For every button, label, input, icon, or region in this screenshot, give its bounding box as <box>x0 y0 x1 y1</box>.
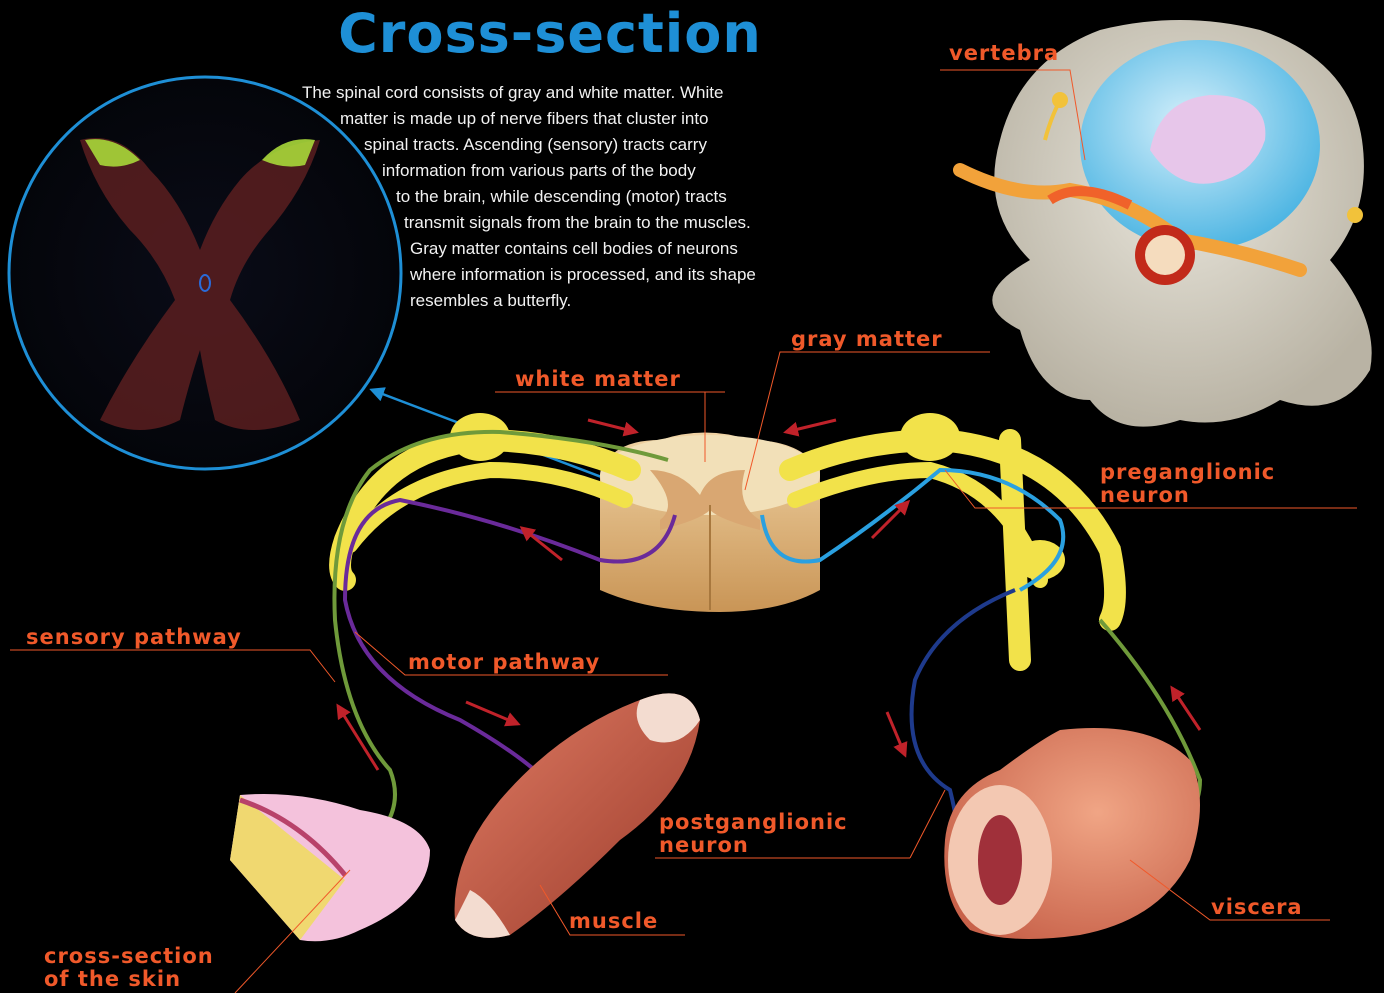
label-motor-pathway: motor pathway <box>408 651 600 674</box>
label-sensory-pathway: sensory pathway <box>26 626 242 649</box>
label-preganglionic-neuron: neuron <box>1100 484 1190 507</box>
dorsal-root-ganglion-right <box>900 413 960 461</box>
label-viscera: viscera <box>1211 896 1303 919</box>
label-white-matter: white matter <box>515 368 681 391</box>
viscera-illustration <box>944 728 1200 939</box>
vertebra-illustration <box>960 20 1372 427</box>
label-muscle: muscle <box>569 910 658 933</box>
dorsal-root-ganglion-left <box>450 413 510 461</box>
label-postganglionic: postganglionic <box>659 811 848 834</box>
label-postganglionic-neuron: neuron <box>659 834 749 857</box>
label-skin: of the skin <box>44 968 181 991</box>
label-preganglionic: preganglionic <box>1100 461 1275 484</box>
skin-illustration <box>230 794 430 941</box>
microscope-spinal-section <box>9 77 401 469</box>
label-skin-cross-section: cross-section <box>44 945 214 968</box>
label-gray-matter: gray matter <box>791 328 943 351</box>
label-vertebra: vertebra <box>949 42 1059 65</box>
